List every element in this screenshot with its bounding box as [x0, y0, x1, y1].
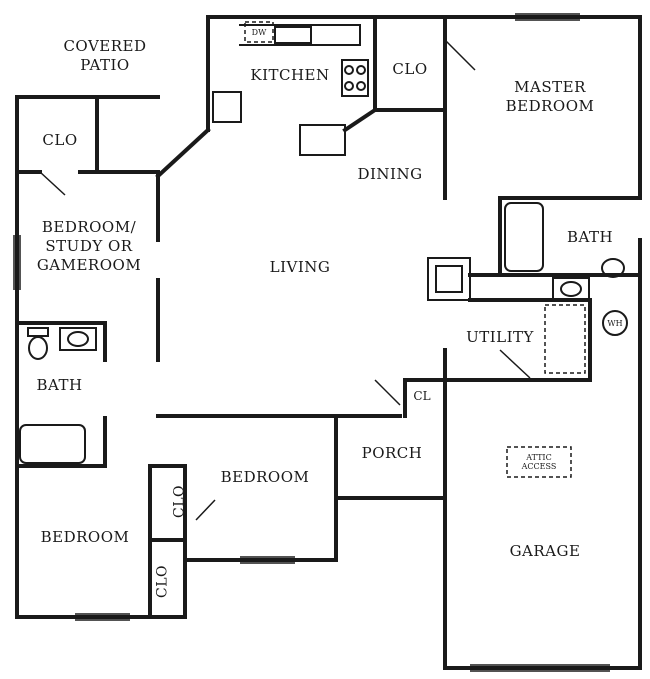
label-cl: CL [413, 389, 431, 403]
sink-right [552, 277, 590, 301]
wall-kitchen-diag [155, 127, 211, 179]
wall-dining [342, 107, 378, 133]
sink-left-bowl [67, 331, 89, 347]
sink-right-bowl [560, 281, 582, 297]
label-living: LIVING [269, 258, 331, 276]
label-dining: DINING [357, 165, 423, 183]
wall-cl-right [403, 378, 447, 418]
label-clo-mid: CLO [171, 485, 188, 518]
toilet-left [28, 336, 48, 360]
burner-1 [344, 65, 354, 75]
washer-dryer [544, 304, 586, 374]
counter-top [239, 24, 361, 46]
label-covered-patio: COVERED PATIO [63, 37, 147, 74]
dishwasher-outline [244, 21, 274, 43]
label-attic-access: ATTIC ACCESS [521, 453, 557, 471]
kitchen-sink [274, 26, 312, 44]
label-kitchen: KITCHEN [250, 66, 330, 84]
sink-left [59, 327, 97, 351]
door-bedmid [195, 499, 216, 521]
stove [341, 59, 369, 97]
tub-left [19, 424, 86, 464]
label-study: BEDROOM/ STUDY OR GAMEROOM [36, 218, 142, 274]
toilet-right [601, 258, 625, 278]
label-bath-right: BATH [566, 228, 614, 246]
burner-4 [356, 81, 366, 91]
counter-island [299, 124, 346, 156]
label-garage: GARAGE [509, 542, 581, 560]
water-heater [602, 310, 628, 336]
door-master [444, 39, 476, 71]
fireplace [427, 257, 471, 301]
label-dishwasher: DW [251, 28, 267, 37]
label-master-bedroom: MASTER BEDROOM [505, 78, 595, 115]
label-bedroom-mid: BEDROOM [220, 468, 310, 486]
toilet-left-tank [27, 327, 49, 337]
label-clo-top: CLO [392, 60, 428, 78]
label-porch: PORCH [361, 444, 423, 462]
door-study [39, 171, 66, 196]
burner-2 [356, 65, 366, 75]
tub-right [504, 202, 544, 272]
label-utility: UTILITY [466, 328, 534, 346]
fridge [212, 91, 242, 123]
label-water-heater: WH [607, 319, 623, 328]
attic-access [506, 446, 572, 478]
label-bedroom-left: BEDROOM [40, 528, 130, 546]
label-bath-left: BATH [36, 376, 83, 394]
door-utility [499, 349, 531, 379]
burner-3 [344, 81, 354, 91]
door-cl [374, 379, 401, 406]
label-clo-bottom: CLO [154, 565, 171, 598]
label-clo-left: CLO [42, 131, 78, 149]
